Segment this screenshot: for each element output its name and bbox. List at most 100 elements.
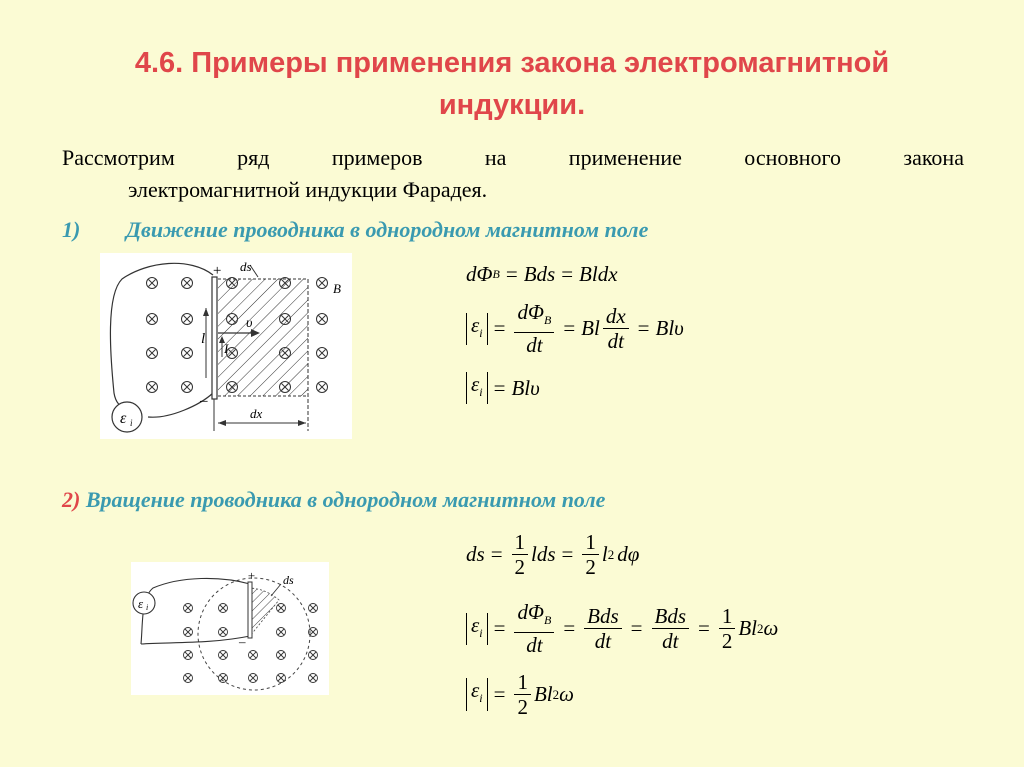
fig1-ds-label: ds <box>240 259 252 274</box>
fig2-ds-label: ds <box>283 573 294 587</box>
eq-term: ε <box>471 312 480 337</box>
fig1-l-label: l <box>201 331 205 347</box>
eq-term: 2 <box>585 555 596 579</box>
eq-term: Bl <box>581 316 600 341</box>
eq-term: Bds <box>584 604 622 630</box>
eq-abs: εi <box>466 612 488 645</box>
fig1-emf-label: ε <box>120 410 127 427</box>
eq-term: 1 <box>511 530 529 555</box>
intro-line-1: Рассмотрим ряд примеров на применение ос… <box>62 142 964 174</box>
intro-word: примеров <box>331 145 423 170</box>
eq-term: Blυ <box>655 316 684 341</box>
eq-term: Bl <box>738 616 758 641</box>
eq-superscript: 2 <box>552 686 560 702</box>
fig2-minus-label: – <box>238 634 246 649</box>
eq-superscript: 2 <box>607 546 615 562</box>
eq-term: ω <box>559 682 574 706</box>
eq-term: Bds <box>523 262 556 286</box>
eq-operator: = <box>563 616 576 641</box>
intro-line-2: электромагнитной индукции Фарадея. <box>128 177 488 202</box>
figure-moving-conductor: ε i + – ds B l I υ dx <box>100 253 352 439</box>
rotating-conductor-diagram: ε i + – ds <box>132 568 318 691</box>
eq-term: dt <box>526 333 543 358</box>
fig2-emf-subscript: i <box>146 603 148 612</box>
eq-term: dΦ <box>517 300 544 324</box>
eq-term: 1 <box>582 530 599 555</box>
eq-operator: = <box>493 375 506 400</box>
eq-abs: εi <box>466 312 488 345</box>
eq-operator: = <box>630 616 643 641</box>
eq-term: dt <box>607 329 624 354</box>
eq-term: dx <box>602 304 629 330</box>
fig1-i-label: I <box>223 341 229 356</box>
fig2-plus-label: + <box>247 568 256 583</box>
fig1-plus-label: + <box>212 263 222 279</box>
eq-term: Blυ <box>511 375 540 400</box>
eq-term: 1 <box>514 670 531 695</box>
equation-emf-result: εi = Blυ <box>466 372 540 405</box>
eq-term: Bldx <box>579 262 618 286</box>
eq-term: dφ <box>617 542 640 566</box>
eq-term: 2 <box>514 555 526 579</box>
section-2-title: Вращение проводника в однородном магнитн… <box>85 487 606 512</box>
eq-term: dΦ <box>466 262 493 286</box>
eq-operator: = <box>563 316 576 341</box>
eq-subscript: i <box>479 625 483 640</box>
eq-subscript: B <box>543 613 552 628</box>
eq-operator: = <box>637 316 650 341</box>
fig1-b-label: B <box>333 281 341 296</box>
eq-operator: = <box>561 262 574 286</box>
eq-term: ε <box>471 678 480 703</box>
section-2-number: 2) <box>62 487 81 512</box>
eq-term: ε <box>471 372 480 396</box>
eq-term: 2 <box>721 629 733 654</box>
intro-paragraph: Рассмотрим ряд примеров на применение ос… <box>62 142 964 206</box>
eq-operator: = <box>493 316 506 341</box>
slide-title: 4.6. Примеры применения закона электрома… <box>0 42 1024 126</box>
intro-word: закона <box>903 145 964 170</box>
moving-conductor-diagram: ε i + – ds B l I υ dx <box>109 259 341 433</box>
section-1-heading: 1) Движение проводника в однородном магни… <box>62 217 648 243</box>
eq-operator: = <box>505 262 518 286</box>
intro-word: на <box>484 145 507 170</box>
eq-subscript: i <box>479 385 483 400</box>
fig1-v-label: υ <box>246 316 252 331</box>
eq-abs: εi <box>466 678 488 711</box>
eq-subscript: i <box>479 325 483 340</box>
section-1-number: 1) <box>62 217 81 242</box>
eq-term: dt <box>662 629 679 654</box>
section-1-title: Движение проводника в однородном магнитн… <box>126 217 649 242</box>
eq-subscript: B <box>543 313 552 328</box>
eq-operator: = <box>490 542 503 566</box>
eq-term: ω <box>763 616 779 641</box>
eq-term: ε <box>471 612 480 637</box>
section-2-heading: 2) Вращение проводника в однородном магн… <box>62 487 605 513</box>
eq-term: ds <box>466 542 485 566</box>
eq-term: Bl <box>533 682 553 706</box>
eq-abs: εi <box>466 372 488 405</box>
title-line-1: 4.6. Примеры применения закона электрома… <box>134 47 890 79</box>
eq-term: dt <box>526 633 543 658</box>
eq-subscript: B <box>492 267 500 281</box>
intro-word: применение <box>568 145 682 170</box>
eq-term: dt <box>594 629 612 654</box>
eq-term: 1 <box>718 604 736 630</box>
eq-term: 2 <box>517 695 528 719</box>
eq-operator: = <box>561 542 574 566</box>
eq-subscript: i <box>479 691 483 706</box>
eq-superscript: 2 <box>757 620 764 636</box>
intro-word: ряд <box>237 145 270 170</box>
figure-rotating-conductor: ε i + – ds <box>131 562 329 695</box>
